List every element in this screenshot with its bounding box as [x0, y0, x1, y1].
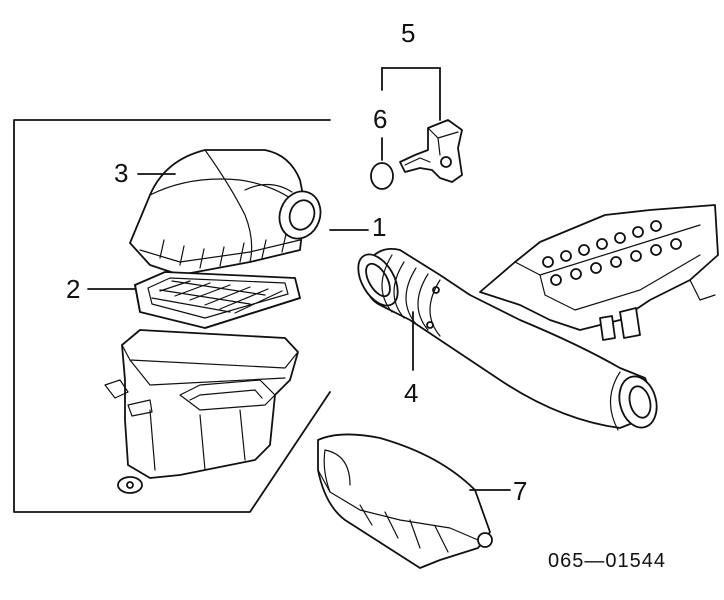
- air-cleaner-cap: [129, 149, 322, 276]
- air-cleaner-case: [104, 329, 299, 494]
- resonator-bracket: [479, 204, 719, 341]
- callout-3: 3: [114, 158, 129, 188]
- filter-element: [134, 271, 301, 329]
- part-number-label: 065—01544: [548, 550, 666, 572]
- callout-1: 1: [372, 212, 387, 242]
- intake-hose: [357, 247, 658, 431]
- callout-5: 5: [401, 18, 416, 48]
- assembly-box: [13, 119, 331, 513]
- callout-6: 6: [373, 104, 388, 134]
- callout-4: 4: [404, 378, 419, 408]
- o-ring: [370, 162, 394, 190]
- callout-2: 2: [66, 274, 81, 304]
- callout-7: 7: [513, 476, 528, 506]
- air-duct: [317, 433, 493, 569]
- air-flow-meter: [399, 119, 463, 183]
